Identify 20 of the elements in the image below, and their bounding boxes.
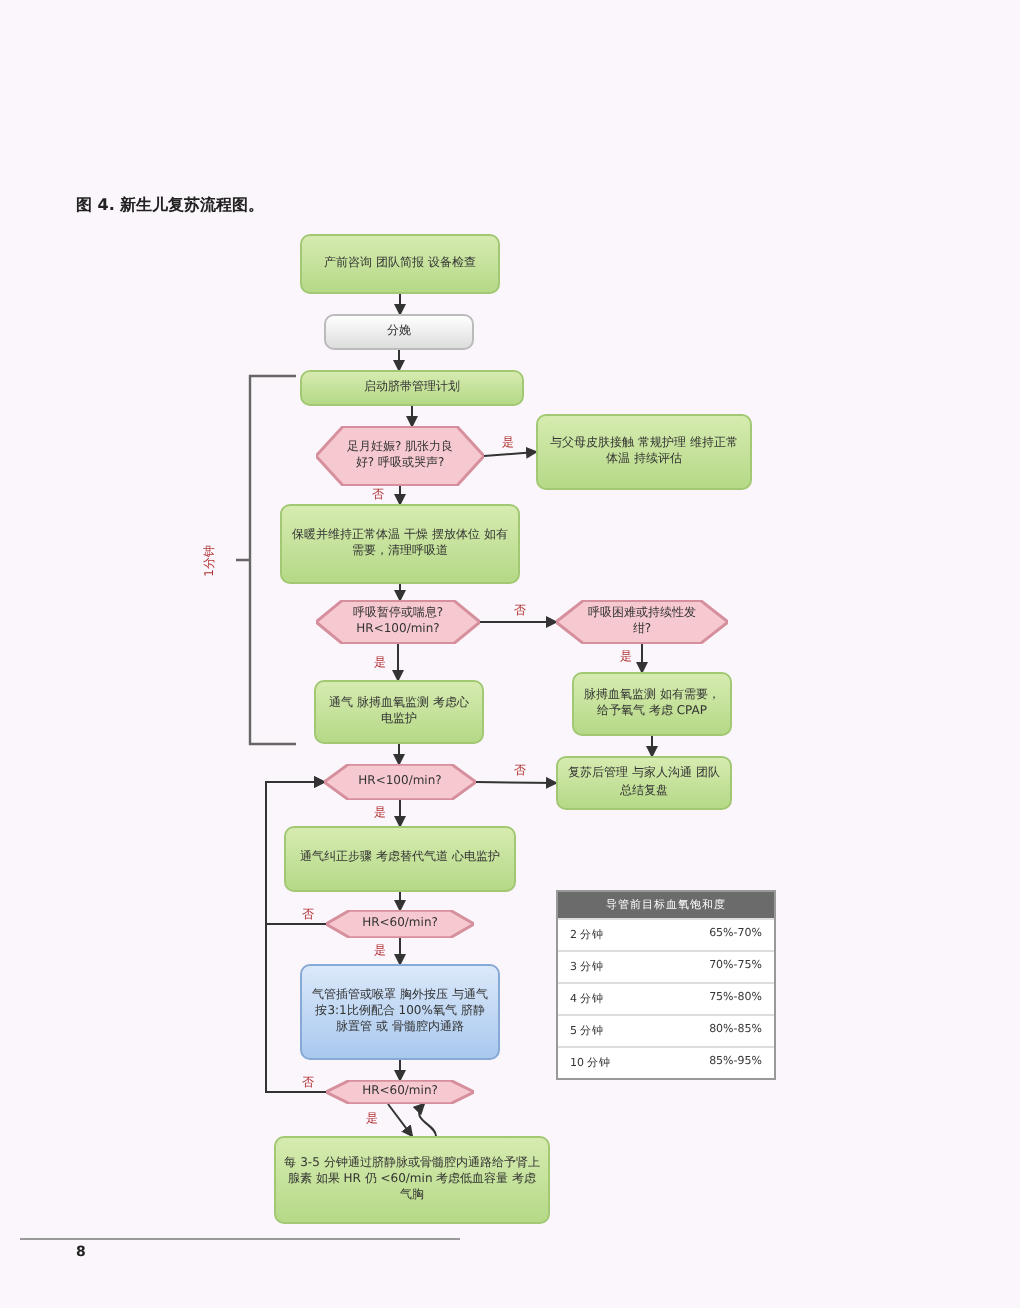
arrow xyxy=(413,1102,437,1137)
arrow xyxy=(394,891,406,912)
arrow xyxy=(475,776,558,789)
figure-title: 图 4. 新生儿复苏流程图。 xyxy=(76,194,265,216)
arrow xyxy=(636,643,648,674)
arrow xyxy=(479,616,558,628)
arrow xyxy=(483,446,538,459)
arrow xyxy=(406,405,418,428)
arrow xyxy=(394,293,406,316)
arrow xyxy=(387,1103,414,1138)
arrow xyxy=(265,776,327,1093)
arrow xyxy=(394,583,406,602)
arrow xyxy=(393,743,405,766)
arrow xyxy=(394,485,406,506)
arrow xyxy=(393,349,405,372)
arrow xyxy=(394,799,406,828)
arrow xyxy=(394,1059,406,1082)
arrow xyxy=(392,643,404,682)
arrow xyxy=(394,937,406,966)
arrow xyxy=(646,735,658,758)
